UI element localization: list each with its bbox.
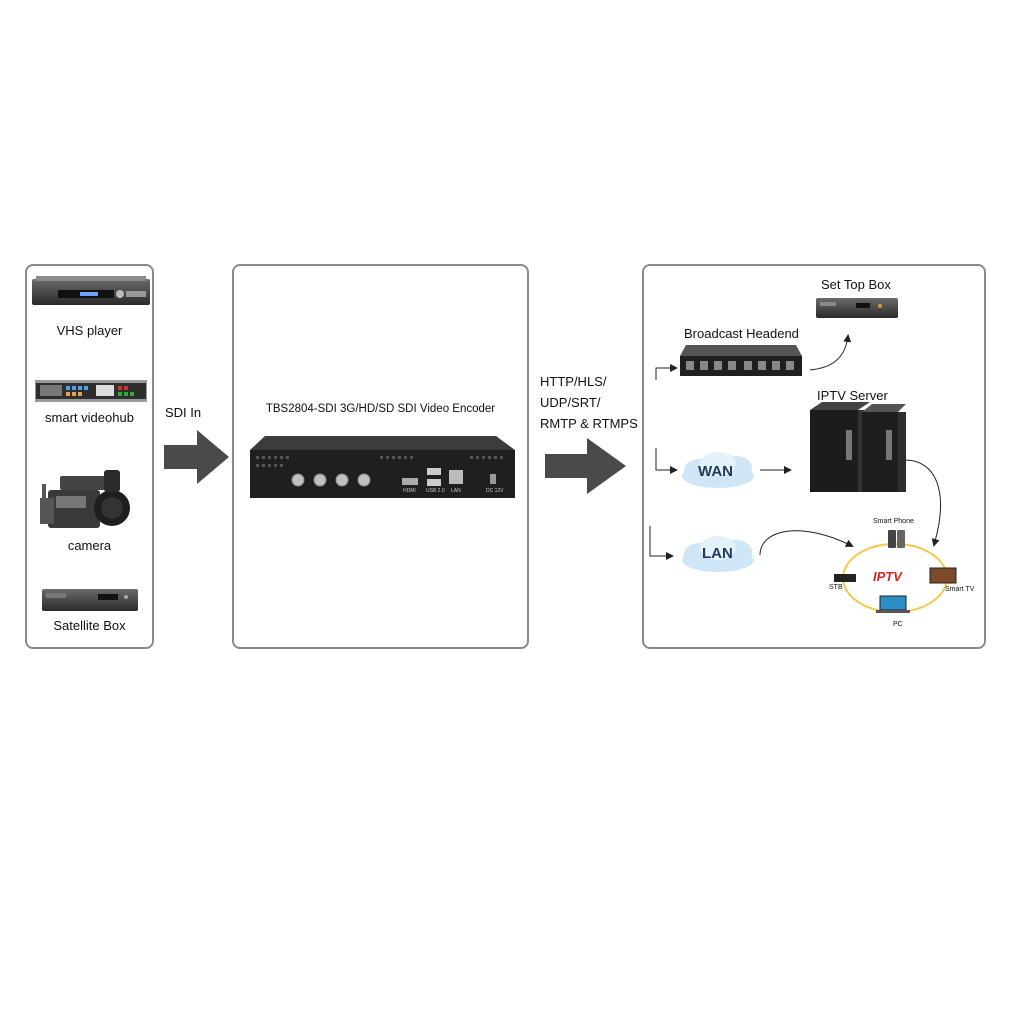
port-usb-label: USB 2.0 xyxy=(426,488,445,494)
protocol-arrow xyxy=(545,438,626,494)
encoder-device xyxy=(250,436,515,498)
sdi-in-arrow xyxy=(164,430,229,484)
iptv-server-icon xyxy=(810,402,906,492)
satellite-box-label: Satellite Box xyxy=(53,618,126,633)
iptv-logo: IPTV xyxy=(873,569,902,584)
smart-videohub-icon xyxy=(35,380,147,402)
camera-icon xyxy=(40,470,130,528)
set-top-box-label: Set Top Box xyxy=(821,277,891,292)
iptv-server-label: IPTV Server xyxy=(817,388,888,403)
lan-label: LAN xyxy=(702,545,733,562)
protocol-line-1: HTTP/HLS/ xyxy=(540,374,607,389)
lan-cloud xyxy=(682,536,754,572)
broadcast-headend-icon xyxy=(680,345,802,376)
port-hdmi-label: HDMI xyxy=(403,488,416,494)
client-stb-label: STB xyxy=(829,584,843,591)
client-smart-phone-label: Smart Phone xyxy=(873,518,914,525)
branch-connectors xyxy=(649,334,941,560)
port-lan-label: LAN xyxy=(451,488,461,494)
client-smart-tv-label: Smart TV xyxy=(945,586,975,593)
sdi-in-label: SDI In xyxy=(165,405,202,420)
camera-label: camera xyxy=(67,538,112,553)
set-top-box-icon xyxy=(816,298,898,318)
protocol-line-3: RMTP & RTMPS xyxy=(540,416,638,431)
wan-cloud xyxy=(682,452,754,488)
client-pc-label: PC xyxy=(893,621,903,628)
encoder-title: TBS2804-SDI 3G/HD/SD SDI Video Encoder xyxy=(265,403,496,415)
protocol-line-2: UDP/SRT/ xyxy=(540,395,601,410)
smart-videohub-label: smart videohub xyxy=(45,410,134,425)
wan-label: WAN xyxy=(698,463,733,480)
port-dc-label: DC 12V xyxy=(486,488,504,494)
satellite-box-icon xyxy=(42,589,138,611)
sources-panel xyxy=(25,264,154,649)
broadcast-headend-label: Broadcast Headend xyxy=(684,326,799,341)
vhs-player-label: VHS player xyxy=(56,323,123,338)
iptv-clients-graphic xyxy=(834,530,957,613)
vhs-player-icon xyxy=(32,276,150,305)
